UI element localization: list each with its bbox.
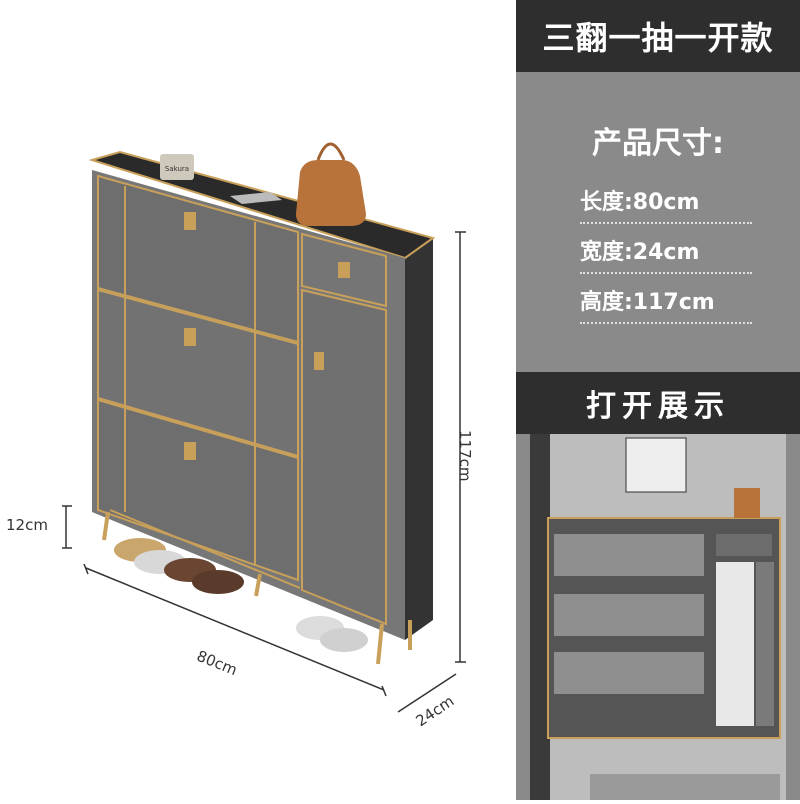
handle-4 xyxy=(338,262,350,278)
open-side-shelves xyxy=(716,562,754,726)
wall-art xyxy=(625,437,687,493)
open-side-door xyxy=(756,562,774,726)
flip-drawer-2[interactable] xyxy=(97,288,299,458)
badge-text: Sakura xyxy=(165,165,189,173)
phone-decor xyxy=(230,192,282,204)
depth-line xyxy=(397,673,457,713)
speaker-decor xyxy=(160,154,194,180)
handbag-strap xyxy=(316,142,346,161)
photo-handbag xyxy=(734,488,760,518)
height-label: 117cm xyxy=(456,430,474,482)
open-shelf-3 xyxy=(554,652,704,694)
cabinet-side xyxy=(405,238,433,640)
flip-drawer-1[interactable] xyxy=(97,174,299,344)
door-frame xyxy=(530,434,550,800)
shoe-4 xyxy=(192,570,244,594)
open-top-drawer xyxy=(716,534,772,556)
flip-drawer-3[interactable] xyxy=(97,398,299,582)
handle-2 xyxy=(184,328,196,346)
side-door[interactable] xyxy=(301,288,387,626)
handle-5 xyxy=(314,352,324,370)
open-display-photo xyxy=(530,434,786,800)
open-shelf-2 xyxy=(554,594,704,636)
width-line xyxy=(85,567,385,691)
open-display-bar: 打开展示 xyxy=(516,372,800,434)
spec-width: 宽度:24cm xyxy=(580,234,752,274)
cabinet-illustration: Sakura xyxy=(62,142,466,713)
handle-3 xyxy=(184,442,196,460)
info-panel: 三翻一抽一开款 产品尺寸: 长度:80cm 宽度:24cm 高度:117cm 打… xyxy=(516,0,800,800)
open-shelf-1 xyxy=(554,534,704,576)
spec-heading: 产品尺寸: xyxy=(592,126,724,161)
style-title-bar: 三翻一抽一开款 xyxy=(516,0,800,72)
spec-height: 高度:117cm xyxy=(580,284,752,324)
product-diagram-panel: Sakura 117cm 12cm 80cm 24cm xyxy=(6,142,474,731)
shoe-6 xyxy=(320,628,368,652)
handbag xyxy=(296,160,366,226)
handle-1 xyxy=(184,212,196,230)
spec-length: 长度:80cm xyxy=(580,184,752,224)
floor-rug xyxy=(590,774,780,800)
leg-height-label: 12cm xyxy=(6,516,48,534)
